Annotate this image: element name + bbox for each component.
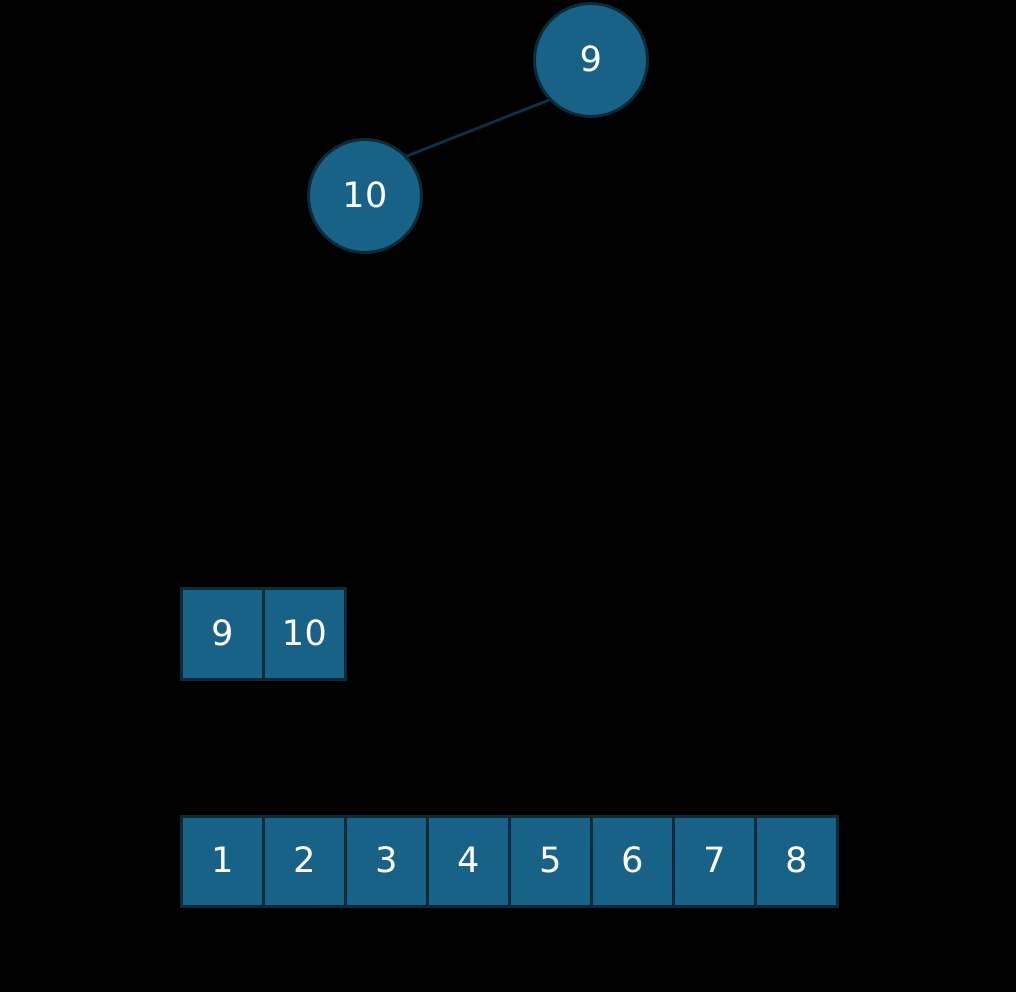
graph-node-9[interactable]: 9 (533, 2, 649, 118)
array-cell-label: 2 (293, 841, 316, 881)
array-bottom-cell-1[interactable]: 2 (265, 818, 344, 905)
array-top: 9 10 (180, 587, 347, 681)
array-top-cell-1[interactable]: 10 (265, 590, 344, 678)
array-cell-label: 4 (457, 841, 480, 881)
array-bottom-cell-2[interactable]: 3 (347, 818, 426, 905)
array-cell-label: 9 (211, 613, 234, 654)
graph-node-label: 10 (342, 175, 388, 216)
array-cell-label: 3 (375, 841, 398, 881)
array-bottom-cell-6[interactable]: 7 (675, 818, 754, 905)
graph-node-10[interactable]: 10 (307, 138, 423, 254)
array-bottom-cell-5[interactable]: 6 (593, 818, 672, 905)
array-bottom-cell-3[interactable]: 4 (429, 818, 508, 905)
array-cell-label: 1 (211, 841, 234, 881)
array-top-cell-0[interactable]: 9 (183, 590, 262, 678)
array-bottom-cell-0[interactable]: 1 (183, 818, 262, 905)
array-bottom: 1 2 3 4 5 6 7 8 (180, 815, 839, 908)
graph-edge-n10-n9 (405, 98, 551, 158)
array-cell-label: 7 (703, 841, 726, 881)
array-bottom-cell-4[interactable]: 5 (511, 818, 590, 905)
array-cell-label: 6 (621, 841, 644, 881)
array-cell-label: 5 (539, 841, 562, 881)
graph-node-label: 9 (579, 39, 603, 80)
array-cell-label: 10 (281, 613, 328, 654)
array-bottom-cell-7[interactable]: 8 (757, 818, 836, 905)
array-cell-label: 8 (785, 841, 808, 881)
